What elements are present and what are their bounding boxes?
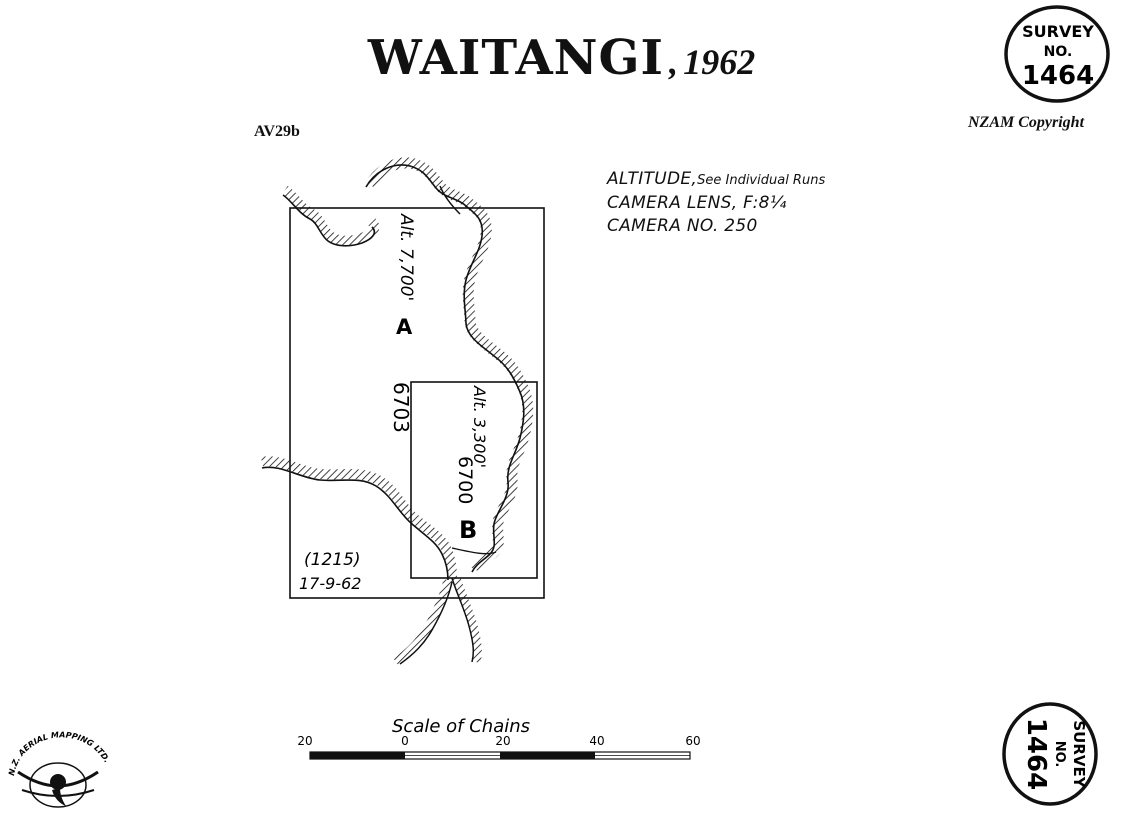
altitude-label: ALTITUDE,: [607, 169, 698, 189]
stamp-bottom-line2: NO.: [1052, 741, 1067, 768]
inlet-line: [439, 185, 461, 215]
coast-line-south: [261, 466, 449, 581]
run-a-number: 6703: [389, 382, 413, 433]
run-b-letter: B: [459, 516, 477, 544]
logo-globe-icon: [50, 774, 66, 790]
run-a-altitude: Alt. 7,700': [396, 213, 416, 301]
altitude-value: See Individual Runs: [697, 173, 826, 188]
run-b-boundary: [410, 381, 538, 579]
run-a-letter: A: [396, 315, 413, 339]
coast-hatch-south: [260, 456, 457, 579]
scale-tick-1: 0: [401, 734, 409, 748]
scale-bar: Scale of Chains 20 0 20 40 60: [297, 716, 701, 760]
run-b-altitude: Alt. 3,300': [470, 385, 489, 468]
survey-stamp-bottom: SURVEY NO. 1464: [1002, 702, 1098, 806]
title-place: WAITANGI: [367, 30, 664, 86]
copyright-label: NZAM Copyright: [968, 114, 1085, 131]
scale-tick-3: 40: [589, 734, 604, 748]
stamp-top-number: 1464: [1022, 61, 1094, 91]
survey-stamp-top: SURVEY NO. 1464: [1004, 5, 1110, 103]
river-hatch-west: [393, 578, 453, 666]
scale-tick-4: 60: [685, 734, 700, 748]
coast-line-east: [365, 164, 525, 573]
altitude-line: ALTITUDE,See Individual Runs: [607, 168, 825, 192]
flight-ref-date: 17-9-62: [299, 574, 361, 593]
title-separator: ,: [669, 42, 679, 82]
flight-ref-number: (1215): [304, 550, 361, 570]
scale-tick-2: 20: [495, 734, 510, 748]
title-year: 1962: [683, 42, 756, 82]
svg-text:N.Z. AERIAL MAPPING LTD.: N.Z. AERIAL MAPPING LTD.: [7, 730, 112, 776]
logo-text: N.Z. AERIAL MAPPING LTD.: [7, 730, 112, 776]
river-bank-east: [451, 577, 475, 663]
stamp-bottom-line1: SURVEY: [1070, 720, 1088, 788]
run-b-number: 6700: [454, 456, 476, 504]
sheet-id: AV29b: [254, 123, 300, 140]
scale-title: Scale of Chains: [392, 716, 530, 737]
flight-info: ALTITUDE,See Individual Runs CAMERA LENS…: [607, 168, 825, 238]
coast-hatch-east: [365, 157, 534, 573]
river-hatch-east: [451, 576, 482, 664]
camera-number: CAMERA NO. 250: [607, 216, 758, 236]
map-title: WAITANGI , 1962: [0, 30, 1123, 86]
stamp-top-line1: SURVEY: [1022, 22, 1094, 41]
run-a-boundary: [289, 207, 545, 599]
coast-line-northwest: [282, 194, 376, 247]
stamp-bottom-number: 1464: [1021, 718, 1051, 790]
coast-hatch-northwest: [281, 185, 380, 246]
company-logo: N.Z. AERIAL MAPPING LTD.: [7, 730, 112, 808]
bay-line: [451, 547, 497, 555]
stamp-top-line2: NO.: [1044, 44, 1073, 60]
camera-lens: CAMERA LENS, F:8¼: [607, 193, 787, 213]
coastline: [260, 157, 534, 666]
scale-tick-0: 20: [297, 734, 312, 748]
